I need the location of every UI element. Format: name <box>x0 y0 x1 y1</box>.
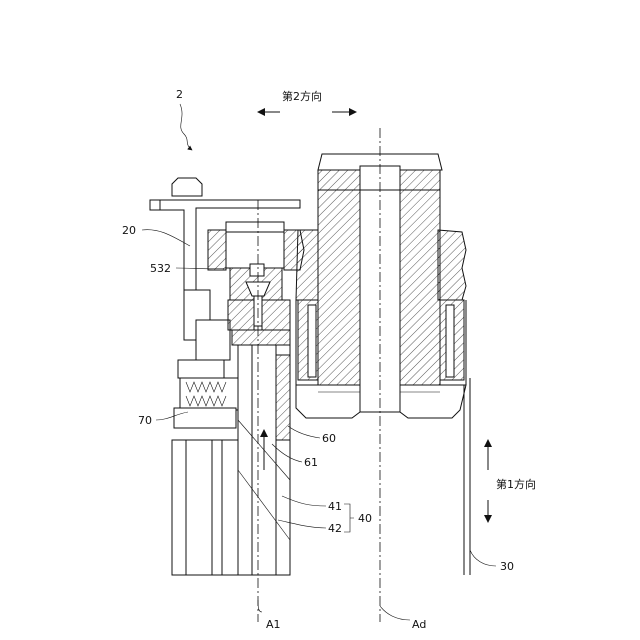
label-fig-ref: 2 <box>176 88 183 101</box>
label-60: 60 <box>322 432 336 445</box>
left-bracket-assembly <box>150 178 304 575</box>
label-532: 532 <box>150 262 171 275</box>
label-axis-ad: Ad <box>412 618 426 631</box>
label-30: 30 <box>500 560 514 573</box>
label-61: 61 <box>304 456 318 469</box>
label-70: 70 <box>138 414 152 427</box>
label-42: 42 <box>328 522 342 535</box>
label-40: 40 <box>358 512 372 525</box>
label-dir-1: 第1方向 <box>496 477 536 491</box>
right-body-assembly <box>296 154 470 575</box>
label-20: 20 <box>122 224 136 237</box>
label-41: 41 <box>328 500 342 513</box>
label-axis-a1: A1 <box>266 618 281 631</box>
label-dir-2: 第2方向 <box>282 89 322 103</box>
